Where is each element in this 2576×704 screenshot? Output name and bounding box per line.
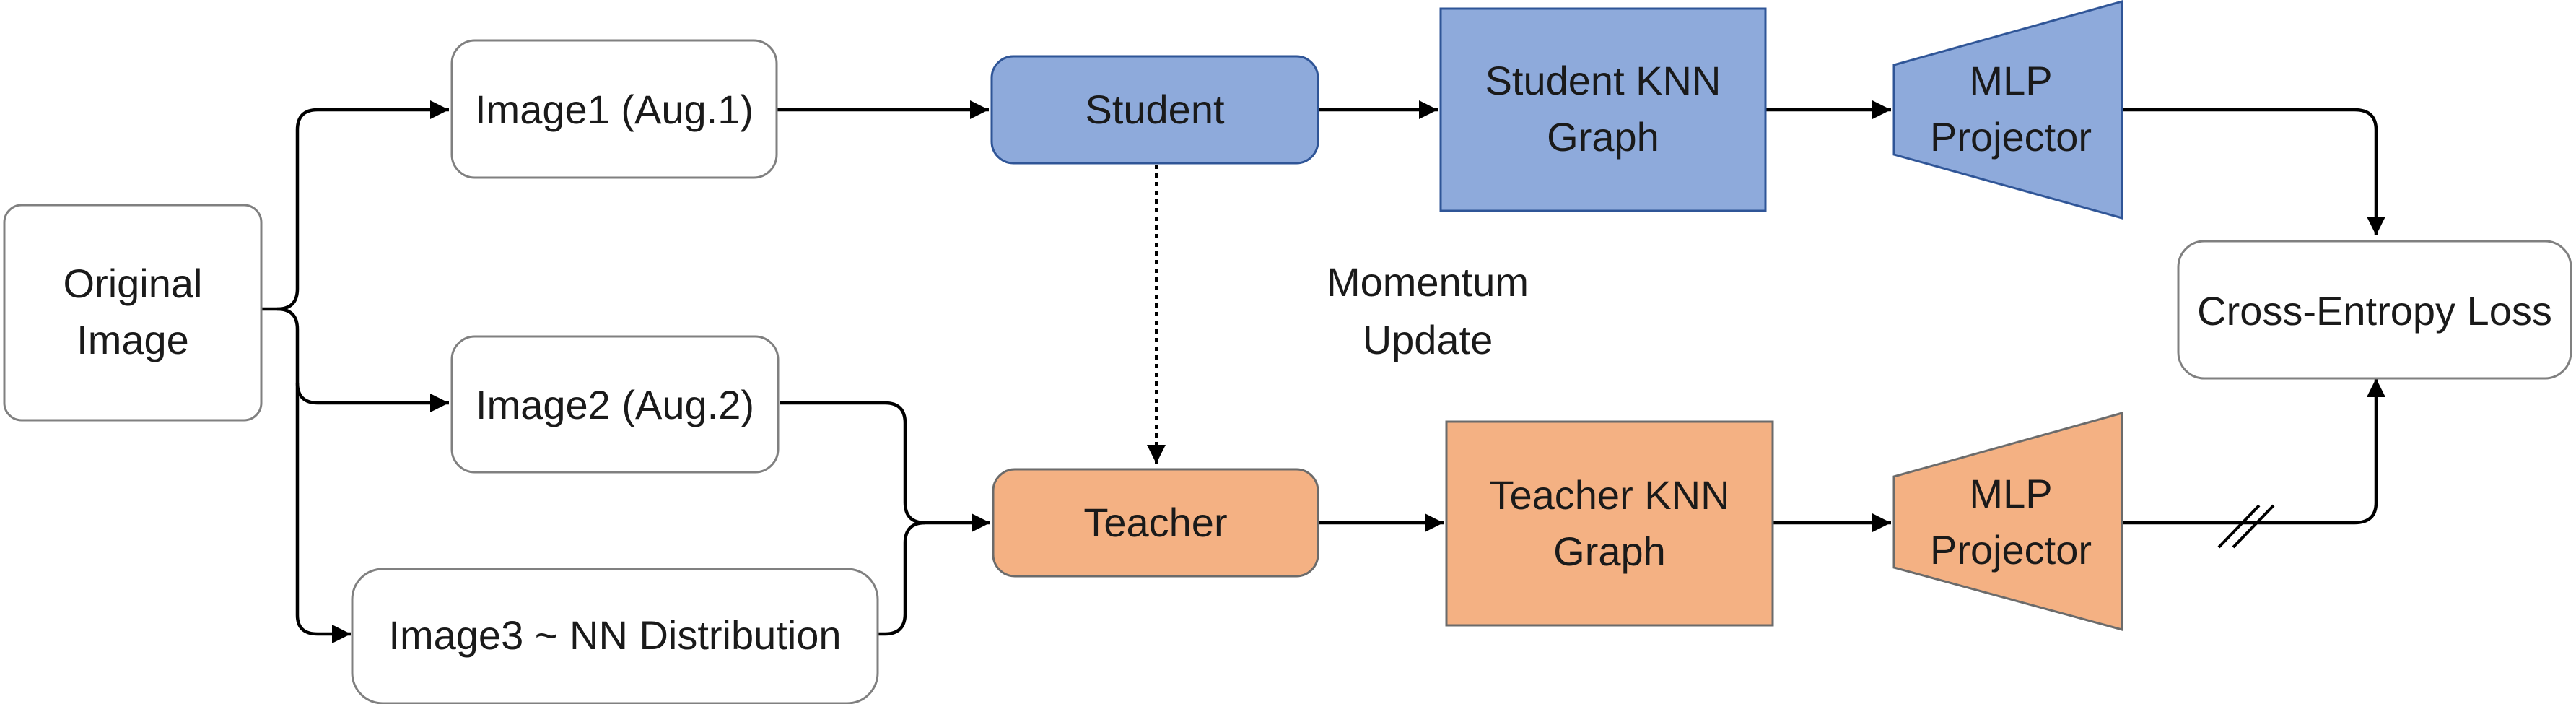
node-image2[interactable]: Image2 (Aug.2) xyxy=(450,335,780,474)
node-mlp-projector-top[interactable]: MLP Projector xyxy=(1892,0,2123,220)
edge-mlp-top-to-loss xyxy=(2122,108,2385,235)
edge-original-to-image3 xyxy=(295,383,351,643)
original-image-line-2: Image xyxy=(77,317,189,362)
edge-image3-to-teacher xyxy=(878,521,926,636)
mlp-top-line-1: MLP xyxy=(1969,58,2052,103)
node-teacher-knn-graph[interactable]: Teacher KNN Graph xyxy=(1445,420,1774,627)
momentum-update-line-2: Update xyxy=(1363,317,1493,362)
image2-label: Image2 (Aug.2) xyxy=(476,382,754,427)
teacher-knn-line-1: Teacher KNN xyxy=(1489,472,1729,518)
node-cross-entropy-loss[interactable]: Cross-Entropy Loss xyxy=(2177,240,2572,380)
teacher-label: Teacher xyxy=(1083,500,1227,545)
node-image3[interactable]: Image3 ~ NN Distribution xyxy=(351,568,879,704)
node-student[interactable]: Student xyxy=(990,55,1319,165)
loss-label: Cross-Entropy Loss xyxy=(2197,288,2552,334)
edge-mlp-bottom-to-loss xyxy=(2122,378,2385,525)
node-mlp-projector-bottom[interactable]: MLP Projector xyxy=(1892,412,2123,631)
edge-original-to-image2 xyxy=(276,307,449,412)
teacher-knn-line-2: Graph xyxy=(1553,529,1666,574)
momentum-update-line-1: Momentum xyxy=(1327,259,1529,305)
mlp-bottom-line-2: Projector xyxy=(1930,527,2092,573)
image3-label: Image3 ~ NN Distribution xyxy=(388,612,841,658)
node-original-image[interactable]: Original Image xyxy=(3,204,263,422)
student-label: Student xyxy=(1085,87,1224,132)
node-image1[interactable]: Image1 (Aug.1) xyxy=(450,39,778,179)
original-image-line-1: Original xyxy=(64,261,203,306)
node-student-knn-graph[interactable]: Student KNN Graph xyxy=(1439,7,1767,212)
momentum-update-label: Momentum Update xyxy=(1327,259,1529,362)
node-teacher[interactable]: Teacher xyxy=(992,468,1319,578)
edge-image2-to-teacher xyxy=(780,401,990,532)
student-knn-line-1: Student KNN xyxy=(1485,58,1721,103)
stop-gradient-mark xyxy=(2217,504,2275,549)
edge-original-brace xyxy=(261,100,449,311)
mlp-top-line-2: Projector xyxy=(1930,114,2092,160)
mlp-bottom-line-1: MLP xyxy=(1969,471,2052,516)
student-knn-line-2: Graph xyxy=(1547,114,1659,160)
image1-label: Image1 (Aug.1) xyxy=(475,87,754,132)
